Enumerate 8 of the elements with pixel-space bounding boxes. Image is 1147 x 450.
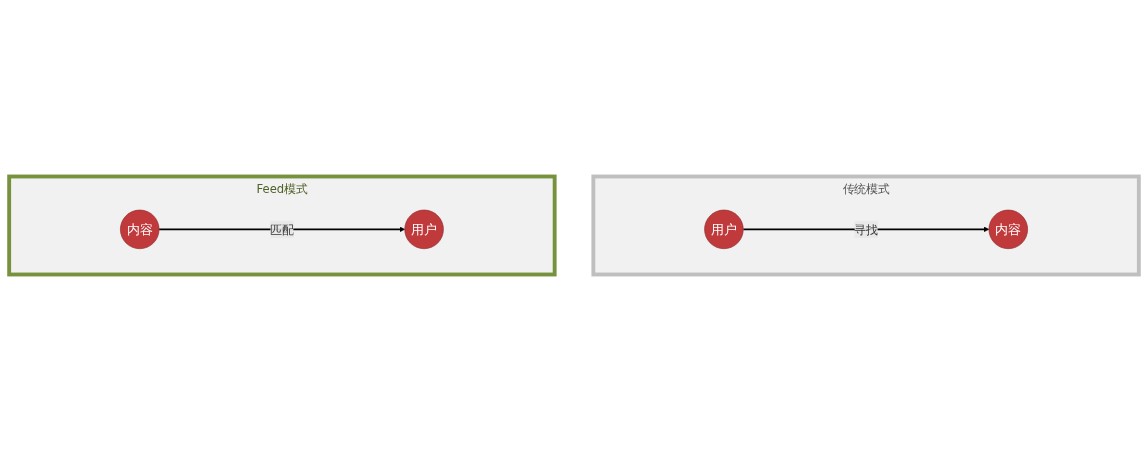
node-circle: 内容 (988, 209, 1028, 249)
node-circle: 用户 (403, 209, 444, 249)
arrow (741, 226, 989, 232)
arrow (157, 226, 405, 232)
edge-label: 寻找 (853, 222, 878, 236)
node-circle: 用户 (703, 209, 744, 249)
edge-label: 匹配 (269, 222, 294, 236)
node-circle: 内容 (119, 209, 159, 249)
